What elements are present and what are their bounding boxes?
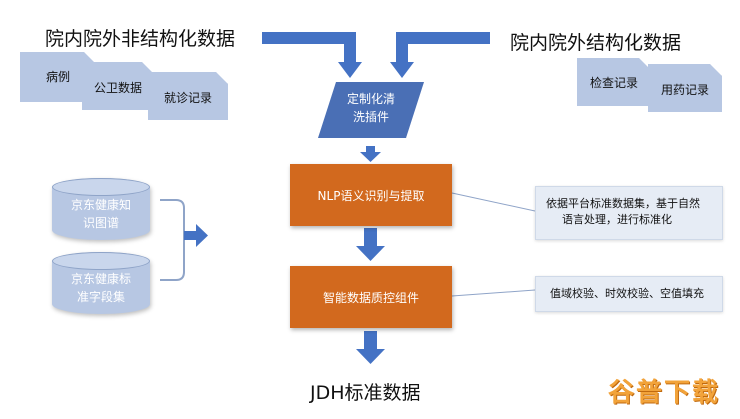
quality-to-output-arrow-shaft: [364, 331, 377, 351]
nlp-to-quality-arrowhead: [356, 246, 385, 261]
database-label: 京东健康知 识图谱: [52, 196, 150, 232]
plugin-to-nlp-arrowhead: [360, 152, 381, 162]
doc-card-label: 检查记录: [589, 76, 638, 90]
cleaning-plugin-label: 定制化清 洗插件: [318, 90, 424, 126]
cleaning-plugin-line-1: 定制化清: [346, 92, 395, 106]
quality-note-connector: [451, 289, 536, 297]
right-input-arrowhead: [390, 62, 414, 78]
quality-to-output-arrowhead: [356, 349, 385, 364]
nlp-note-connector: [451, 192, 536, 212]
database-label-line-2: 识图谱: [82, 216, 119, 230]
doc-card-public-health: 公卫数据: [82, 62, 154, 110]
left-heading: 院内院外非结构化数据: [45, 28, 236, 50]
nlp-process-box: NLP语义识别与提取: [290, 164, 452, 226]
nlp-note-line-1: 依据平台标准数据集，基于自然: [546, 197, 700, 210]
nlp-note-line-2: 语言处理，进行标准化: [562, 213, 672, 226]
right-heading: 院内院外结构化数据: [510, 32, 682, 54]
quality-control-label: 智能数据质控组件: [322, 290, 419, 305]
doc-card-label: 病例: [45, 70, 70, 84]
left-input-arrowhead: [338, 62, 362, 78]
left-input-arrow: [262, 32, 356, 64]
quality-note-text: 值域校验、时效校验、空值填充: [550, 287, 704, 300]
doc-card-medication-record: 用药记录: [648, 64, 722, 112]
database-arrow-shaft: [184, 231, 198, 240]
nlp-to-quality-arrow-shaft: [364, 228, 377, 248]
nlp-process-label: NLP语义识别与提取: [317, 188, 425, 203]
watermark: 谷普下载: [607, 378, 720, 408]
doc-card-label: 用药记录: [660, 83, 709, 97]
doc-card-label: 公卫数据: [93, 81, 142, 95]
doc-card-label: 就诊记录: [163, 91, 212, 105]
database-arrowhead: [196, 224, 208, 247]
doc-card-exam-record: 检查记录: [577, 58, 651, 106]
cleaning-plugin-line-2: 洗插件: [352, 110, 389, 124]
database-bracket: [160, 199, 185, 281]
database-label: 京东健康标 准字段集: [52, 270, 150, 306]
cleaning-plugin-shape: [318, 82, 424, 138]
knowledge-graph-database: 京东健康知 识图谱: [52, 178, 150, 240]
database-label-line-2: 准字段集: [76, 290, 125, 304]
standard-field-database: 京东健康标 准字段集: [52, 252, 150, 314]
output-label: JDH标准数据: [310, 382, 421, 404]
database-label-line-1: 京东健康标: [70, 272, 131, 286]
quality-note: 值域校验、时效校验、空值填充: [535, 276, 723, 312]
doc-card-visit-record: 就诊记录: [148, 72, 228, 120]
nlp-note: 依据平台标准数据集，基于自然 语言处理，进行标准化: [535, 186, 723, 240]
plugin-to-nlp-arrow-shaft: [366, 146, 375, 154]
quality-control-box: 智能数据质控组件: [290, 266, 452, 328]
database-label-line-1: 京东健康知: [70, 198, 131, 212]
right-input-arrow: [396, 32, 490, 64]
